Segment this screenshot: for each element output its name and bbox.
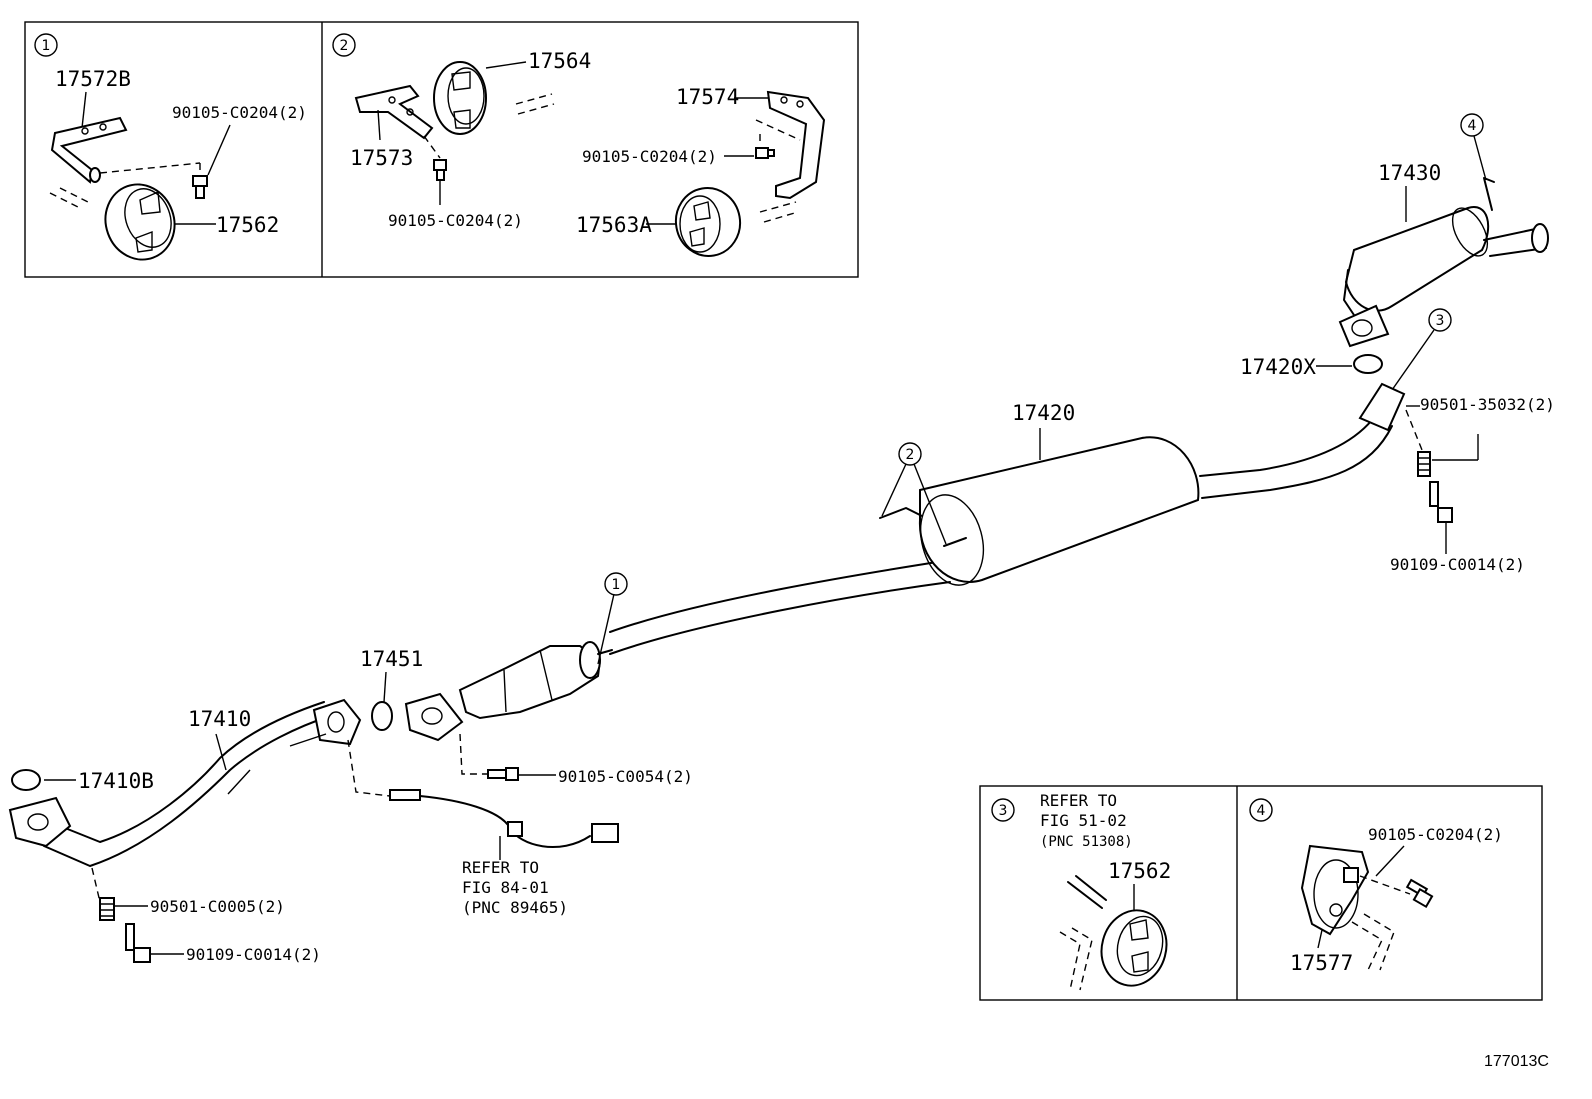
label-17420: 17420	[1012, 401, 1075, 425]
label-17574: 17574	[676, 85, 739, 109]
label-17564: 17564	[528, 49, 591, 73]
rubber-hanger-17562-inset3	[1100, 909, 1168, 987]
label-17430: 17430	[1378, 161, 1441, 185]
label-90105-c0054: 90105-C0054(2)	[558, 767, 693, 786]
label-90501-35032: 90501-35032(2)	[1420, 395, 1555, 414]
main-refer-line1: REFER TO	[462, 858, 539, 877]
bracket-17574	[766, 90, 826, 200]
label-17573: 17573	[350, 146, 413, 170]
main-callout-3: 3	[1436, 313, 1445, 329]
figure-id: 177013C	[1484, 1053, 1549, 1070]
spring-90501-c0005	[99, 897, 115, 921]
label-90501-c0005: 90501-C0005(2)	[150, 897, 285, 916]
gasket-17451	[371, 701, 393, 731]
inset-panel-top	[24, 21, 859, 278]
bracket-17573	[354, 84, 434, 140]
label-17577: 17577	[1290, 951, 1353, 975]
inset-1-callout: 1	[42, 38, 51, 54]
bolt-inset4	[1405, 878, 1434, 909]
inset-3-callout: 3	[999, 803, 1008, 819]
main-refer-line2: FIG 84-01	[462, 878, 549, 897]
inset-3-refer-line3: (PNC 51308)	[1040, 834, 1133, 850]
bolt-inset1	[192, 175, 208, 199]
bolt-90105-c0054	[487, 767, 519, 781]
rubber-hanger-17562-inset1	[104, 183, 176, 261]
label-17451: 17451	[360, 647, 423, 671]
label-17563a: 17563A	[576, 213, 652, 237]
label-bolt-inset2b: 90105-C0204(2)	[582, 147, 717, 166]
gasket-17420x	[1353, 354, 1383, 374]
label-17562-inset1: 17562	[216, 213, 279, 237]
main-callout-4: 4	[1468, 118, 1477, 134]
center-pipe-17420	[609, 382, 1406, 655]
inset-3-refer-line1: REFER TO	[1040, 791, 1117, 810]
inset-3-refer-line2: FIG 51-02	[1040, 811, 1127, 830]
bolt-inset2b	[755, 147, 775, 159]
main-callout-1: 1	[612, 577, 621, 593]
spring-90501-35032	[1417, 451, 1431, 477]
main-callout-2: 2	[906, 447, 915, 463]
inset-2: 2 17573 90105-C0204(2) 17564 17574	[332, 33, 826, 257]
main-refer-line3: (PNC 89465)	[462, 898, 568, 917]
inset-2-callout: 2	[340, 38, 349, 54]
front-pipe-17410	[8, 698, 362, 867]
inset-1: 1 17572B 90105-C0204(2) 17562	[34, 33, 307, 261]
label-90109-c0014-center: 90109-C0014(2)	[1390, 555, 1525, 574]
stud-90109-c0014-front	[125, 923, 151, 963]
oxygen-sensor-cable	[347, 739, 619, 849]
bolt-inset2a	[433, 159, 447, 181]
label-17562-inset3: 17562	[1108, 859, 1171, 883]
gasket-17410b	[11, 769, 41, 791]
label-bolt-inset4: 90105-C0204(2)	[1368, 825, 1503, 844]
rubber-hanger-17577	[1300, 844, 1370, 936]
inset-3: 3 REFER TO FIG 51-02 (PNC 51308) 17562	[991, 791, 1171, 991]
label-bolt-inset2a: 90105-C0204(2)	[388, 211, 523, 230]
rubber-hanger-17564	[433, 61, 487, 135]
label-17410: 17410	[188, 707, 251, 731]
inset-4-callout: 4	[1257, 803, 1266, 819]
label-90109-c0014-front: 90109-C0014(2)	[186, 945, 321, 964]
inset-4: 4 90105-C0204(2) 17577	[1249, 798, 1503, 975]
bracket-17572b	[50, 116, 128, 184]
stud-90109-c0014-center	[1429, 481, 1453, 523]
label-bolt-inset1: 90105-C0204(2)	[172, 103, 307, 122]
label-17410b: 17410B	[78, 769, 154, 793]
label-17572b: 17572B	[55, 67, 131, 91]
inset-panel-bottom	[979, 785, 1543, 1001]
tail-muffler-17430	[1338, 177, 1549, 348]
rubber-hanger-17563a	[674, 187, 742, 257]
catalytic-converter	[404, 641, 613, 742]
label-17420x: 17420X	[1240, 355, 1316, 379]
